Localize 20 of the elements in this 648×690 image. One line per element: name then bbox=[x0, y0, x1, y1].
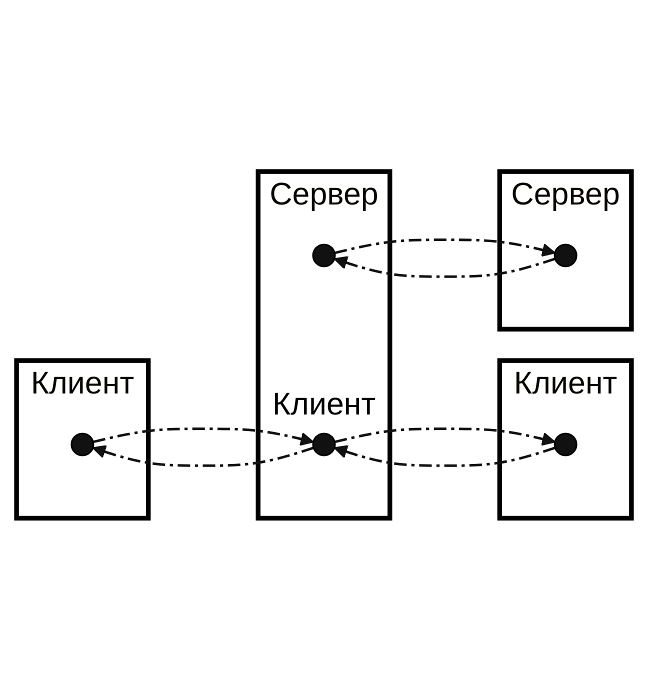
box-title: Сервер bbox=[511, 178, 620, 212]
process-label: Клиент bbox=[272, 386, 376, 422]
dashed-arrow bbox=[334, 256, 556, 278]
machine-box bbox=[14, 358, 151, 521]
dashed-arrow bbox=[92, 428, 314, 446]
machine-box bbox=[497, 358, 634, 521]
box-title: Сервер bbox=[270, 178, 378, 212]
process-dot bbox=[70, 432, 94, 456]
machine-box bbox=[256, 169, 392, 521]
process-dot bbox=[312, 432, 336, 456]
box-title: Клиент bbox=[514, 366, 618, 402]
dashed-arrow bbox=[334, 445, 556, 468]
process-dot bbox=[554, 244, 578, 268]
box-title: Клиент bbox=[30, 366, 134, 402]
machine-box bbox=[497, 169, 634, 332]
dashed-arrow bbox=[334, 238, 556, 257]
dashed-arrow bbox=[92, 445, 314, 468]
process-dot bbox=[312, 244, 336, 268]
dashed-arrow bbox=[334, 428, 556, 446]
process-dot bbox=[554, 432, 578, 456]
